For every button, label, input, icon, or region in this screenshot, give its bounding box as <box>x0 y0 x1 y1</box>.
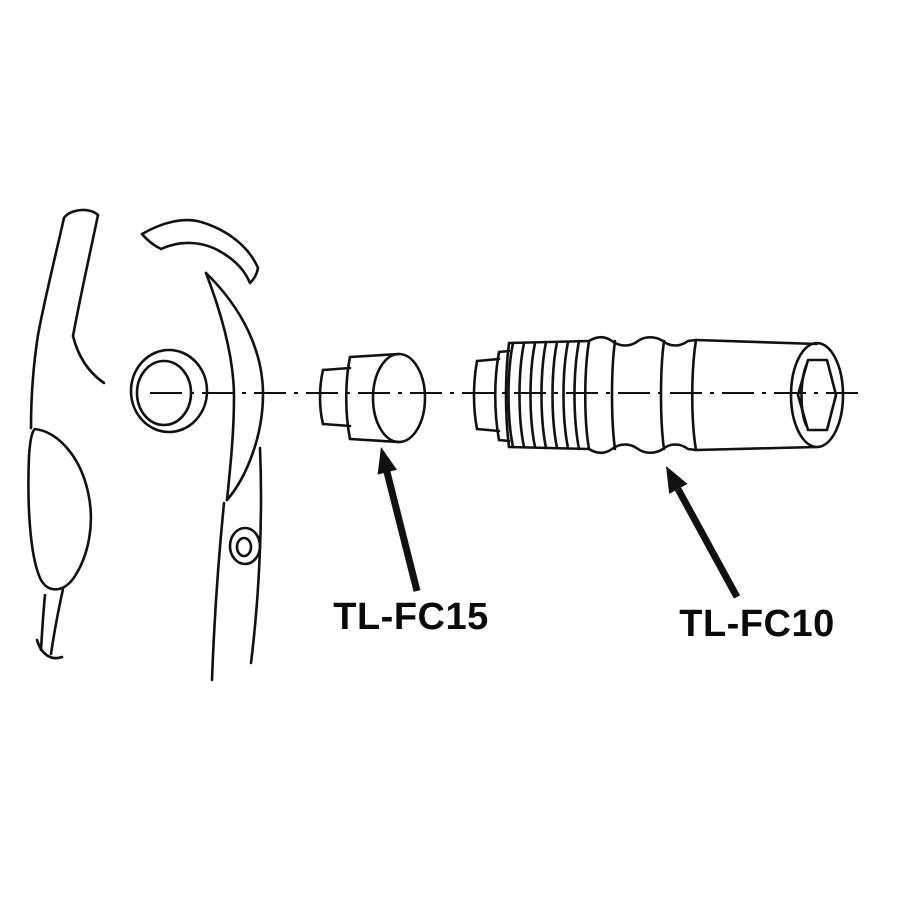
tl-fc10-label: TL-FC10 <box>679 603 835 645</box>
spindle-hole-inner <box>135 359 193 427</box>
hex-socket <box>796 358 838 432</box>
crank-arm-drawing <box>27 208 265 682</box>
spindle-hole-outer <box>129 348 209 434</box>
bolt-hole-outer <box>228 526 262 566</box>
arrowhead-icon <box>377 447 397 475</box>
cap-part-drawing <box>318 352 427 444</box>
tl-fc10-arrow <box>666 466 741 599</box>
tl-fc15-label: TL-FC15 <box>333 596 489 638</box>
tool-part-drawing <box>472 335 845 455</box>
tl-fc15-arrow <box>377 447 421 592</box>
arrowhead-icon <box>666 466 688 494</box>
bolt-hole-inner <box>235 536 253 558</box>
